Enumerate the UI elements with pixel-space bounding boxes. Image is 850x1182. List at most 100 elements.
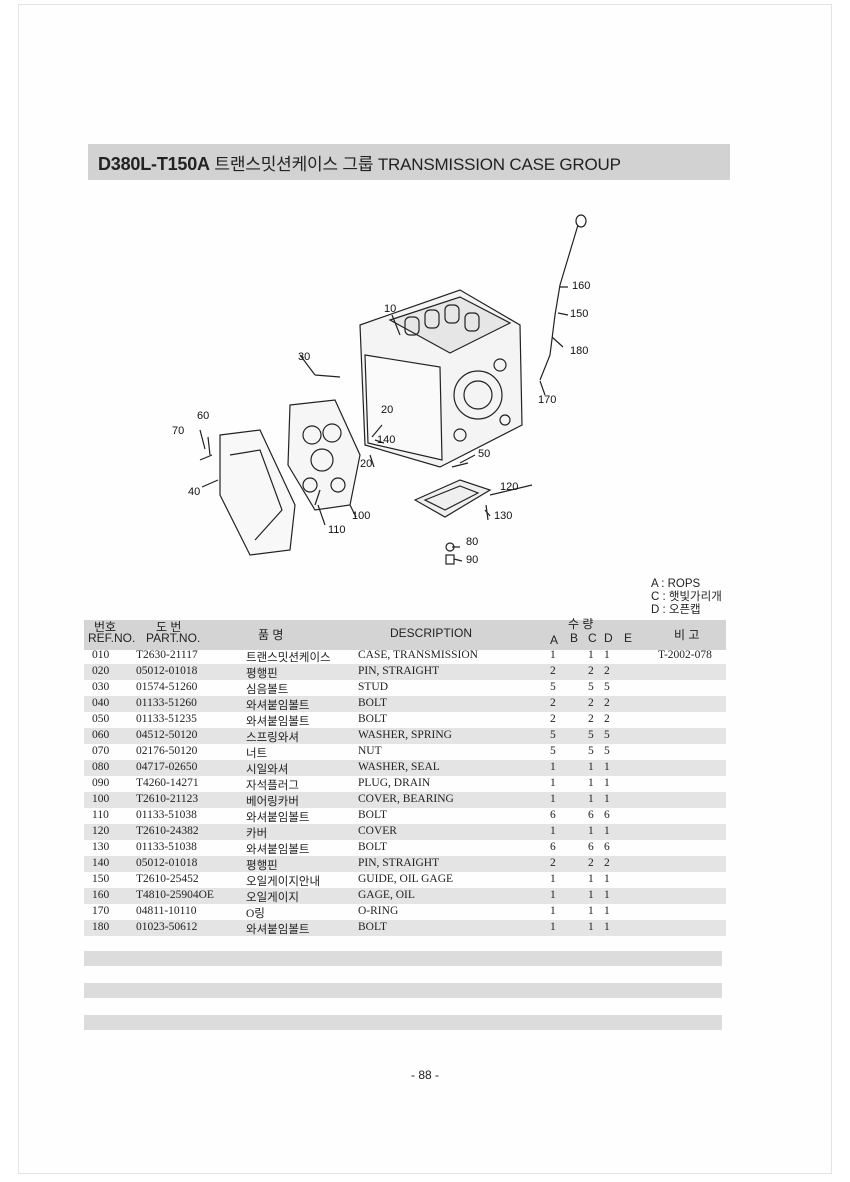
variant-legend: A : ROPS C : 햇빛가리개 D : 오픈캡 <box>651 578 722 617</box>
cell-a: 1 <box>550 777 556 789</box>
cell-d: 1 <box>604 649 610 661</box>
cell-d: 1 <box>604 889 610 901</box>
cell-desc: PIN, STRAIGHT <box>358 665 440 677</box>
cell-kr: 너트 <box>246 748 268 760</box>
header-part-kr: 도 번 <box>156 620 182 634</box>
callout-label: 60 <box>197 410 209 422</box>
cell-a: 6 <box>550 809 556 821</box>
cell-part: T2610-25452 <box>136 873 199 885</box>
cell-kr: O링 <box>246 908 265 920</box>
cell-c: 1 <box>588 761 594 773</box>
cell-part: 01133-51038 <box>136 809 197 821</box>
header-col-e: E <box>624 631 633 645</box>
cell-part: 01023-50612 <box>136 921 198 933</box>
cell-ref: 140 <box>92 857 110 869</box>
cell-ref: 080 <box>92 761 110 773</box>
cell-c: 1 <box>588 793 594 805</box>
header-bar <box>88 144 730 180</box>
cell-desc: BOLT <box>358 713 387 725</box>
cell-ref: 180 <box>92 921 110 933</box>
cell-ref: 130 <box>92 841 110 853</box>
cell-note: T-2002-078 <box>658 649 712 661</box>
cell-ref: 100 <box>92 793 110 805</box>
cell-a: 2 <box>550 857 556 869</box>
cell-part: 04717-02650 <box>136 761 198 773</box>
cell-a: 1 <box>550 905 556 917</box>
cell-kr: 와셔붙임볼트 <box>246 700 310 712</box>
cell-d: 1 <box>604 825 610 837</box>
header-qty-kr: 수 량 <box>568 617 594 631</box>
cell-a: 2 <box>550 665 556 677</box>
cell-c: 1 <box>588 825 594 837</box>
model-code: D380L-T150A <box>98 154 210 174</box>
legend-item: A : ROPS <box>651 578 701 590</box>
cell-a: 1 <box>550 761 556 773</box>
legend-item: D : 오픈캡 <box>651 604 701 616</box>
callout-label: 90 <box>466 554 478 566</box>
callout-label: 160 <box>572 280 590 292</box>
cell-ref: 150 <box>92 873 110 885</box>
callout-label: 150 <box>570 308 588 320</box>
cell-kr: 카버 <box>246 828 268 840</box>
cell-kr: 자석플러그 <box>246 780 299 792</box>
cell-ref: 040 <box>92 697 110 709</box>
callout-label: 180 <box>570 345 588 357</box>
cell-part: 04512-50120 <box>136 729 198 741</box>
cell-ref: 050 <box>92 713 110 725</box>
cell-a: 1 <box>550 873 556 885</box>
callout-label: 170 <box>538 394 556 406</box>
cell-desc: NUT <box>358 745 382 757</box>
cell-part: T2610-24382 <box>136 825 199 837</box>
callout-label: 10 <box>384 303 396 315</box>
cell-a: 1 <box>550 793 556 805</box>
callout-labels: 10 20 20 30 40 50 60 70 80 90 100 110 12… <box>172 280 590 566</box>
callout-label: 110 <box>328 524 346 536</box>
header-note-kr: 비 고 <box>674 628 700 642</box>
blank-row <box>84 983 722 998</box>
cell-d: 1 <box>604 905 610 917</box>
cell-c: 2 <box>588 697 594 709</box>
callout-label: 20 <box>381 404 393 416</box>
cell-a: 6 <box>550 841 556 853</box>
cell-c: 6 <box>588 809 594 821</box>
cell-c: 5 <box>588 681 594 693</box>
cell-c: 5 <box>588 745 594 757</box>
cell-kr: 트랜스밋션케이스 <box>246 652 331 664</box>
cell-part: T4810-25904OE <box>136 889 214 901</box>
cell-ref: 030 <box>92 681 110 693</box>
cell-a: 5 <box>550 729 556 741</box>
cell-c: 2 <box>588 857 594 869</box>
cell-d: 2 <box>604 665 610 677</box>
cell-d: 2 <box>604 697 610 709</box>
cell-part: 05012-01018 <box>136 665 198 677</box>
cell-part: T2610-21123 <box>136 793 199 805</box>
cell-kr: 심음볼트 <box>246 684 289 696</box>
cell-d: 5 <box>604 681 610 693</box>
cell-a: 5 <box>550 745 556 757</box>
cell-part: 04811-10110 <box>136 905 197 917</box>
cell-desc: CASE, TRANSMISSION <box>358 649 478 661</box>
header-col-d: D <box>604 631 613 645</box>
cell-c: 6 <box>588 841 594 853</box>
exploded-parts-diagram: 10 20 20 30 40 50 60 70 80 90 100 110 12… <box>172 214 590 566</box>
cell-a: 1 <box>550 921 556 933</box>
cell-d: 6 <box>604 841 610 853</box>
cell-c: 1 <box>588 905 594 917</box>
cell-ref: 120 <box>92 825 110 837</box>
cell-desc: GAGE, OIL <box>358 889 415 901</box>
callout-label: 140 <box>377 434 395 446</box>
cell-d: 1 <box>604 777 610 789</box>
page-number: - 88 - <box>410 1068 439 1082</box>
cell-d: 5 <box>604 729 610 741</box>
cell-d: 1 <box>604 793 610 805</box>
cell-desc: BOLT <box>358 809 387 821</box>
